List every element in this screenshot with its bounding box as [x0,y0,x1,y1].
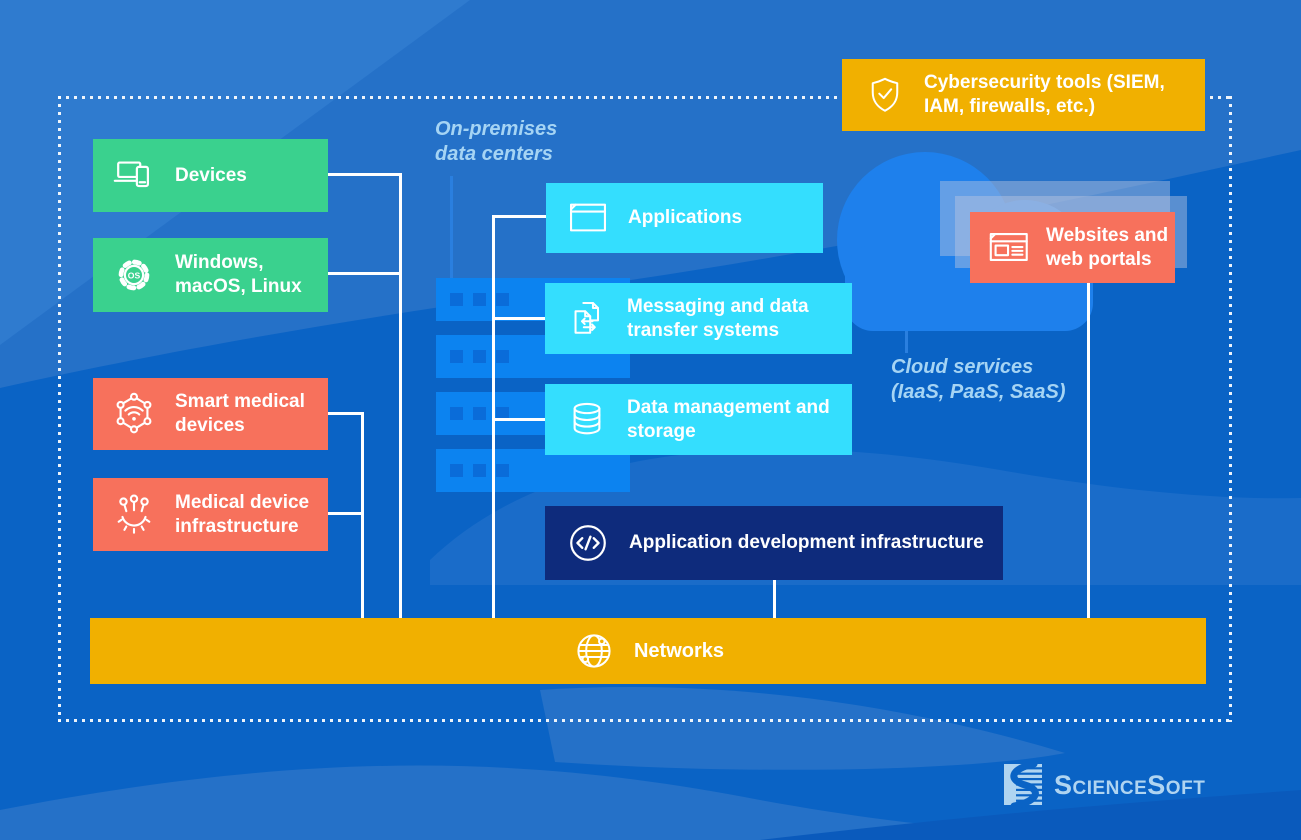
code-icon [565,520,611,566]
rack-slot [473,350,486,363]
rack-slot [473,293,486,306]
devices-label: Devices [175,164,247,186]
dotted-border-right [1229,96,1232,722]
connector-devices [328,173,402,176]
connector-websites [1087,283,1090,618]
rack-slot [450,464,463,477]
rack-slot [450,293,463,306]
connector-medical-infra [328,512,364,515]
device-network-icon [111,492,157,538]
on-premises-label: On-premises data centers [435,117,557,167]
devices-node: Devices [93,139,328,212]
rack-slot [473,407,486,420]
browser-icon [986,225,1032,271]
connector-smart-medical [328,412,364,415]
networks-label: Networks [633,640,725,662]
dotted-border-bottom [58,719,1232,722]
shield-check-icon [864,74,906,116]
app-dev-infrastructure-label: Application development infrastructure [629,532,984,553]
on-premises-line1: On-premises [435,118,558,140]
devices-icon [111,153,157,199]
connector-applications [492,215,547,218]
messaging-label: Messaging and data transfer systems [627,295,809,341]
globe-network-icon [572,629,616,673]
rack-slot [496,350,509,363]
smart-medical-devices-node: Smart medical devices [93,378,328,450]
sciencesoft-logo: ScienceSoft [1002,762,1205,808]
rack-slot [473,464,486,477]
rack-slot [496,407,509,420]
sciencesoft-logo-mark [1004,762,1042,808]
connector-data-management [492,418,547,421]
app-window-icon [566,196,610,240]
connector-onprem-spine [492,215,495,618]
os-gear-icon: OS [111,252,157,298]
on-premises-line2: data centers [435,143,553,165]
sciencesoft-wordmark: ScienceSoft [1054,769,1206,800]
connector-cloud-label-stub [905,331,908,353]
connector-appdev [773,580,776,618]
cloud-services-line2: (IaaS, PaaS, SaaS) [891,381,1066,403]
messaging-node: Messaging and data transfer systems [545,283,852,354]
smart-medical-devices-label: Smart medical devices [175,391,305,436]
cloud-services-label: Cloud services (IaaS, PaaS, SaaS) [891,355,1066,405]
data-management-node: Data management and storage [545,384,852,455]
dotted-border-left [58,96,61,722]
connector-left-spine [399,173,402,618]
applications-node: Applications [546,183,823,253]
applications-label: Applications [628,207,743,228]
svg-text:OS: OS [128,270,141,280]
connector-medical-spine [361,412,364,618]
rack-slot [496,464,509,477]
server-rack [436,449,630,492]
medical-device-infrastructure-label: Medical device infrastructure [175,491,310,537]
connector-os [328,272,402,275]
iot-hexagon-icon [111,391,157,437]
connector-onprem-label-stub [450,176,453,278]
database-icon [565,398,609,442]
data-management-label: Data management and storage [627,396,830,442]
cybersecurity-tools-label: Cybersecurity tools (SIEM, IAM, firewall… [924,72,1165,117]
rack-slot [450,350,463,363]
rack-slot [496,293,509,306]
cloud-services-line1: Cloud services [891,356,1034,378]
cybersecurity-tools-node: Cybersecurity tools (SIEM, IAM, firewall… [842,59,1205,131]
websites-node: Websites and web portals [970,212,1175,283]
operating-systems-label: Windows, macOS, Linux [175,252,302,297]
dotted-border-top [58,96,1232,99]
rack-slot [450,407,463,420]
data-transfer-icon [565,297,609,341]
connector-messaging [492,317,547,320]
networks-node: Networks [90,618,1206,684]
medical-device-infrastructure-node: Medical device infrastructure [93,478,328,551]
app-dev-infrastructure-node: Application development infrastructure [545,506,1003,580]
websites-label: Websites and web portals [1046,224,1169,270]
operating-systems-node: OS Windows, macOS, Linux [93,238,328,312]
